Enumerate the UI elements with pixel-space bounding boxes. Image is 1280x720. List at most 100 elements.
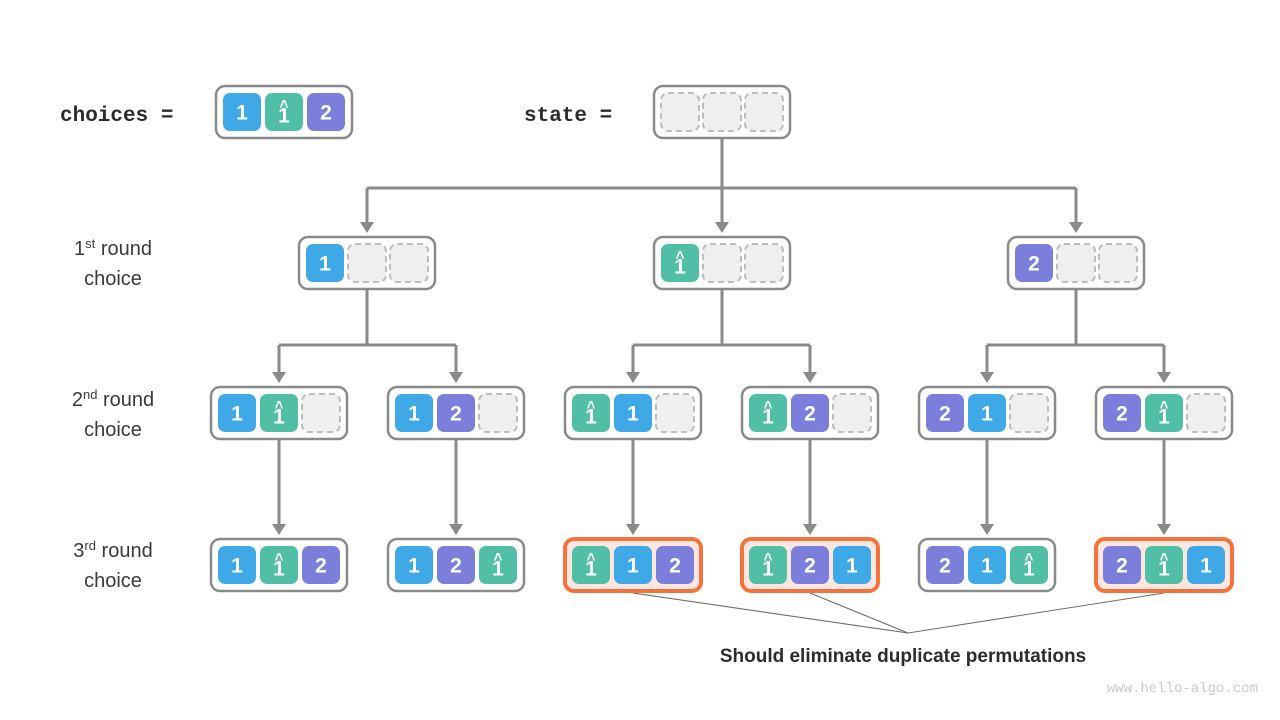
round-label-line2: choice	[84, 419, 142, 441]
cell-hat-mark: ˄	[1160, 549, 1169, 566]
leader-line	[632, 592, 909, 634]
arrow-head	[980, 524, 994, 535]
round-label-line2: choice	[84, 570, 142, 592]
cell-filled	[260, 394, 298, 432]
cell-filled	[437, 546, 475, 584]
tree-node-level1: 2	[1006, 235, 1146, 291]
cell-filled	[833, 546, 871, 584]
cell-value: 1	[278, 105, 290, 128]
cell-empty	[702, 243, 742, 283]
cell-filled	[302, 546, 340, 584]
cell-filled	[1187, 546, 1225, 584]
cell-hat-mark: ˄	[275, 397, 284, 414]
round-label-line2: choice	[84, 268, 142, 290]
watermark: www.hello-algo.com	[1107, 681, 1258, 697]
cell-hat-mark: ˄	[280, 96, 289, 113]
arrow-head	[1157, 372, 1171, 383]
cell-filled	[926, 394, 964, 432]
tree-node-level2: 1˄1	[563, 385, 703, 441]
cell-filled	[968, 546, 1006, 584]
cell-hat-mark: ˄	[587, 397, 596, 414]
cell-value: 1	[231, 555, 243, 578]
cell-value: 1	[981, 403, 993, 426]
cell-filled	[218, 546, 256, 584]
arrow-head	[272, 372, 286, 383]
state-node	[652, 84, 792, 140]
cell-value: 2	[320, 102, 332, 125]
caption: Should eliminate duplicate permutations	[720, 646, 1086, 667]
cell-value: 1	[236, 102, 248, 125]
cell-filled	[265, 93, 303, 131]
cell-filled	[749, 546, 787, 584]
tree-node-level1: 1˄	[652, 235, 792, 291]
cell-value: 1	[762, 406, 774, 429]
choices-label: choices =	[60, 105, 173, 128]
cell-empty	[832, 393, 872, 433]
cell-value: 2	[315, 555, 327, 578]
leader-line	[907, 592, 1165, 634]
arrow-head	[272, 524, 286, 535]
cell-filled	[223, 93, 261, 131]
cell-filled	[218, 394, 256, 432]
cell-filled	[791, 546, 829, 584]
cell-value: 1	[273, 558, 285, 581]
cell-filled	[395, 394, 433, 432]
cell-value: 2	[669, 555, 681, 578]
arrow-head	[360, 222, 374, 233]
cell-filled	[1145, 546, 1183, 584]
round-label-1: 1st round choice	[74, 236, 152, 291]
cell-empty	[744, 243, 784, 283]
cell-hat-mark: ˄	[1160, 397, 1169, 414]
cell-value: 1	[1158, 558, 1170, 581]
cell-hat-mark: ˄	[764, 549, 773, 566]
round-label-line1: 1st round	[74, 236, 152, 261]
cell-empty	[660, 92, 700, 132]
cell-value: 1	[585, 558, 597, 581]
tree-node-level2: 1˄2	[740, 385, 880, 441]
tree-connectors	[272, 138, 1171, 535]
cell-filled	[1015, 244, 1053, 282]
cell-value: 1	[1023, 558, 1035, 581]
cell-value: 1	[231, 403, 243, 426]
cell-value: 2	[939, 555, 951, 578]
cell-empty	[1056, 243, 1096, 283]
cell-value: 1	[408, 403, 420, 426]
tree-node-level1: 1	[297, 235, 437, 291]
cell-value: 1	[627, 403, 639, 426]
arrow-head	[449, 524, 463, 535]
arrow-head	[626, 524, 640, 535]
cell-value: 2	[450, 555, 462, 578]
cell-filled	[572, 546, 610, 584]
cell-empty	[1186, 393, 1226, 433]
cell-filled	[926, 546, 964, 584]
round-label-line1: 2nd round	[72, 387, 154, 412]
cell-filled	[1145, 394, 1183, 432]
cell-value: 2	[939, 403, 951, 426]
cell-filled	[1103, 394, 1141, 432]
arrow-head	[980, 372, 994, 383]
cell-value: 2	[450, 403, 462, 426]
arrow-head	[803, 372, 817, 383]
cell-value: 1	[273, 406, 285, 429]
cell-filled	[1010, 546, 1048, 584]
cell-filled	[968, 394, 1006, 432]
state-array	[652, 84, 792, 140]
cell-value: 1	[762, 558, 774, 581]
cell-value: 1	[981, 555, 993, 578]
cell-empty	[702, 92, 742, 132]
cell-filled	[479, 546, 517, 584]
cell-filled	[661, 244, 699, 282]
arrow-head	[626, 372, 640, 383]
cell-hat-mark: ˄	[275, 549, 284, 566]
state-group: state =	[524, 84, 792, 140]
